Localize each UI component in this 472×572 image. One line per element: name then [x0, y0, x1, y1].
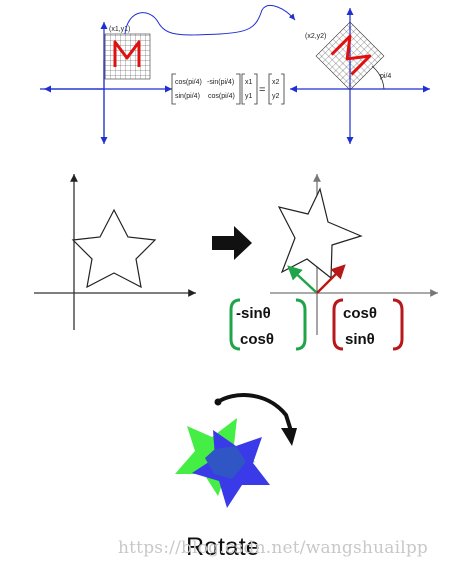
fig1-point-in-label: (x1,y1) [109, 26, 130, 33]
fig1-right-rotated-grid [315, 21, 385, 91]
vector-out-y: y2 [272, 93, 280, 100]
fig2-right-rotated-star [277, 187, 363, 280]
fig1-angle-label: pi/4 [380, 73, 391, 80]
csdn-watermark: https://blog.csdn.net/wangshuailpp [118, 538, 429, 558]
red-vector-bottom: sinθ [345, 331, 375, 348]
fig2-red-column-vector: cosθ sinθ [332, 298, 404, 351]
green-vector-bottom: cosθ [240, 331, 274, 348]
figure2-star-rotation: -sinθ cosθ cosθ sinθ [34, 174, 438, 351]
matrix-r1c1: cos(pi/4) [175, 79, 202, 86]
figure3-rotate-icon: Rotate [175, 393, 297, 561]
fig1-angle-arc [371, 65, 385, 90]
fig2-red-vector [316, 264, 346, 294]
equals-sign: = [259, 84, 265, 96]
fig2-transform-arrow-icon [212, 226, 252, 260]
vector-out-x: x2 [272, 79, 280, 86]
fig1-left-m-glyph [113, 40, 141, 67]
fig1-top-curve [124, 5, 296, 36]
green-vector-top: -sinθ [236, 305, 271, 322]
matrix-r1c2: -sin(pi/4) [207, 79, 234, 86]
matrix-r2c2: cos(pi/4) [208, 93, 235, 100]
fig2-green-vector [287, 265, 318, 294]
matrix-r2c1: sin(pi/4) [175, 93, 200, 100]
vector-in-y: y1 [245, 93, 253, 100]
fig2-green-column-vector: -sinθ cosθ [229, 298, 307, 351]
star-overlap-region [205, 446, 246, 479]
fig1-matrix: cos(pi/4) -sin(pi/4) sin(pi/4) cos(pi/4)… [171, 73, 285, 105]
rotate-caption: Rotate [186, 533, 260, 561]
figure1-matrix-transform: (x1,y1) cos(pi/4) -sin(pi/4) sin(pi/4) c… [40, 5, 430, 144]
fig1-point-out-label: (x2,y2) [305, 33, 326, 40]
rotate-curved-arrow-icon [216, 393, 294, 436]
vector-in-x: x1 [245, 79, 253, 86]
red-vector-top: cosθ [343, 305, 377, 322]
fig2-left-star [71, 208, 157, 289]
